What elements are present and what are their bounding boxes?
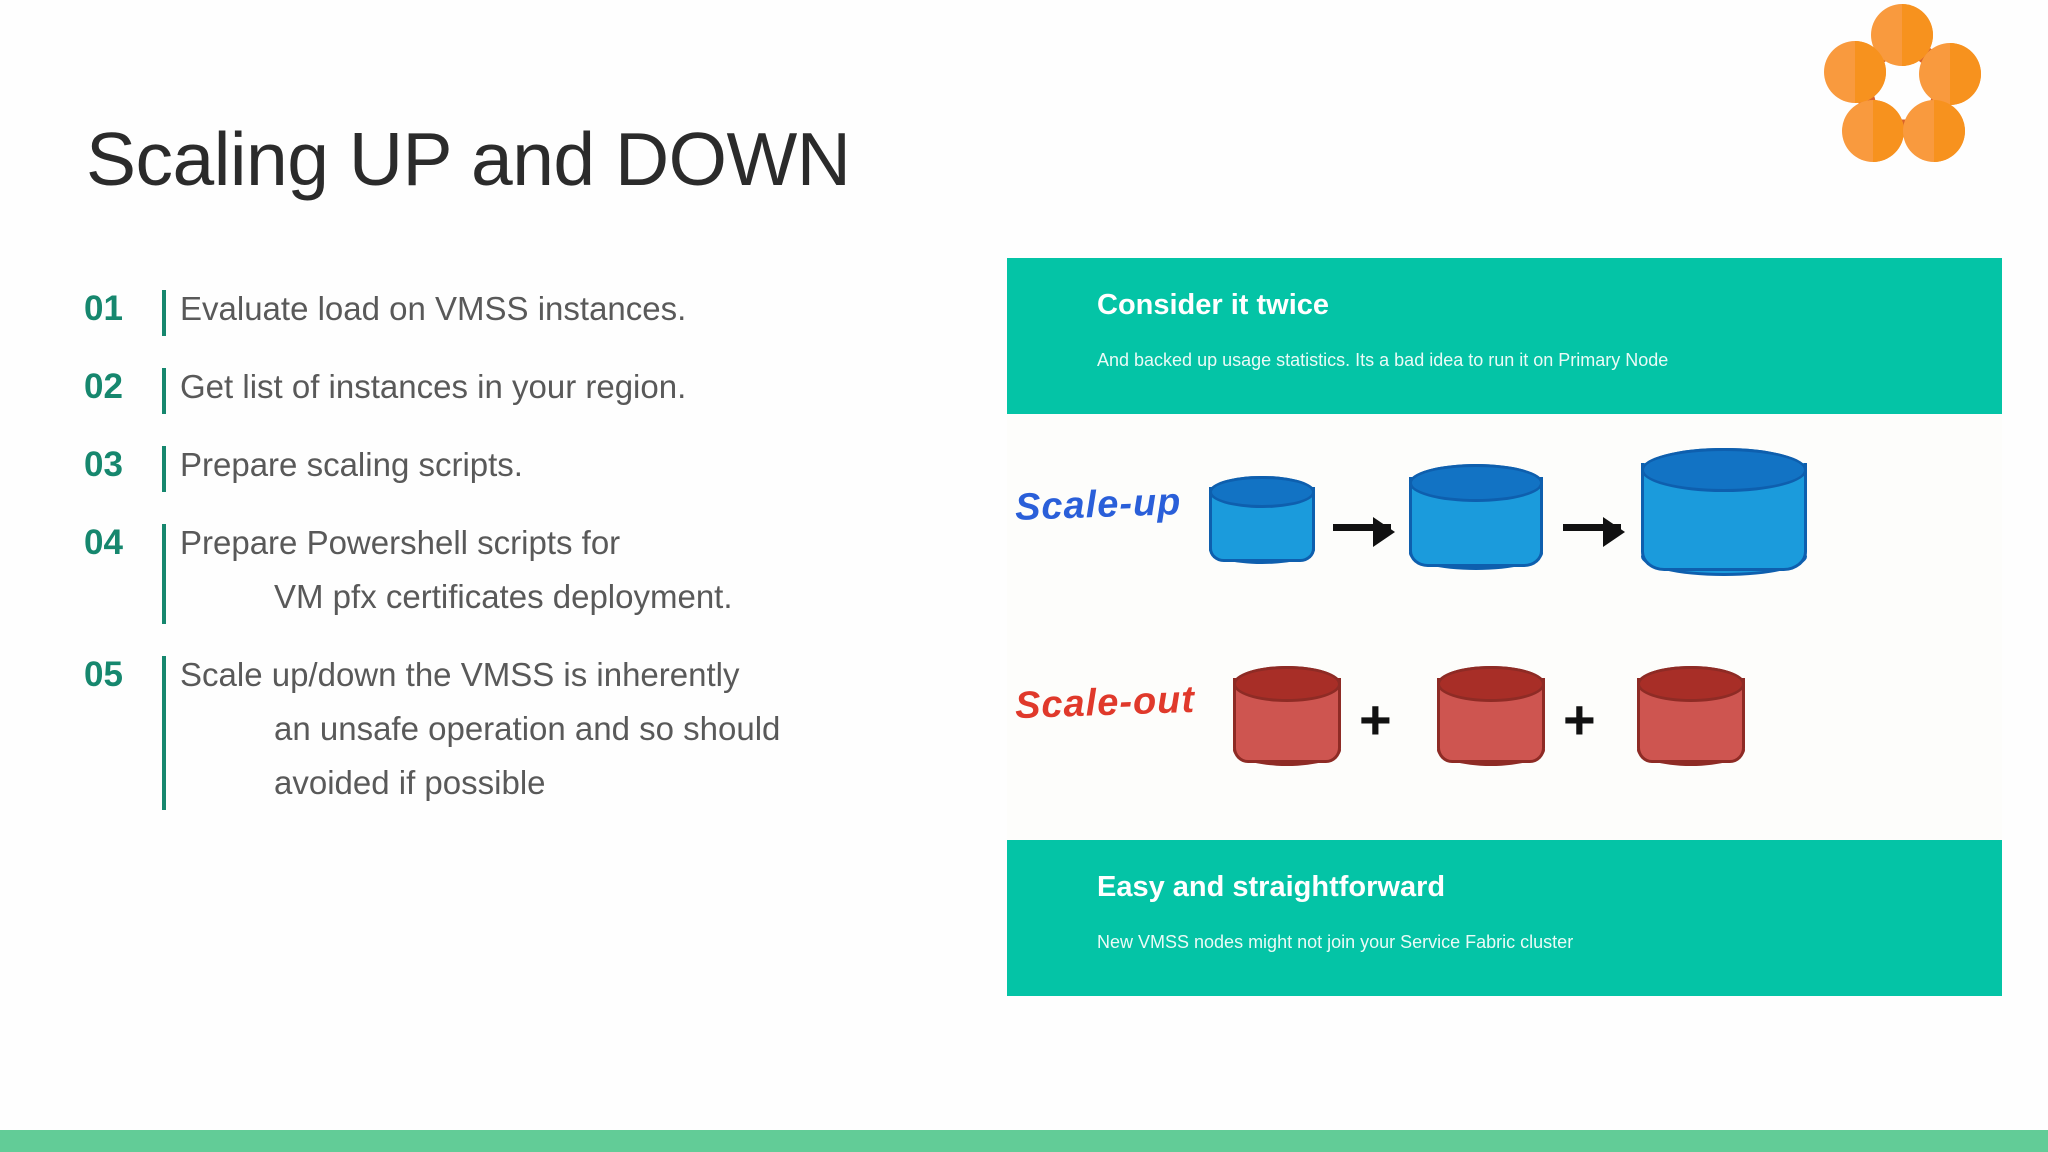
list-item: 02 Get list of instances in your region.: [84, 360, 984, 414]
step-number: 02: [84, 367, 123, 406]
scale-out-label: Scale-out: [1014, 678, 1196, 728]
step-line-3: avoided if possible: [274, 764, 546, 801]
step-text: Get list of instances in your region.: [180, 360, 686, 414]
plus-icon: +: [1359, 688, 1392, 751]
step-divider-bar: [162, 446, 166, 492]
step-text: Prepare Powershell scripts for VM pfx ce…: [180, 516, 733, 624]
list-item: 01 Evaluate load on VMSS instances.: [84, 282, 984, 336]
step-divider-bar: [162, 524, 166, 624]
step-text: Evaluate load on VMSS instances.: [180, 282, 686, 336]
cylinder-top-cap: [1233, 666, 1341, 702]
step-divider-bar: [162, 656, 166, 810]
list-item: 03 Prepare scaling scripts.: [84, 438, 984, 492]
cylinder-top-cap: [1409, 464, 1543, 502]
bottom-accent-bar: [0, 1130, 2048, 1152]
cylinder-top-cap: [1641, 448, 1807, 493]
pentagon-nodes-logo: [1812, 4, 1992, 176]
cylinder-top-cap: [1637, 666, 1745, 702]
step-line-1: Prepare scaling scripts.: [180, 446, 523, 483]
right-panel: Consider it twice And backed up usage st…: [1007, 258, 2002, 996]
step-line-1: Evaluate load on VMSS instances.: [180, 290, 687, 327]
step-line-2: VM pfx certificates deployment.: [274, 578, 733, 615]
steps-list: 01 Evaluate load on VMSS instances. 02 G…: [84, 282, 984, 834]
page-title: Scaling UP and DOWN: [86, 117, 851, 201]
step-text: Prepare scaling scripts.: [180, 438, 523, 492]
callout-consider-it-twice: Consider it twice And backed up usage st…: [1007, 258, 2002, 414]
list-item: 04 Prepare Powershell scripts for VM pfx…: [84, 516, 984, 624]
cylinder-blue-small: [1209, 476, 1315, 564]
list-item: 05 Scale up/down the VMSS is inherently …: [84, 648, 984, 810]
step-number: 03: [84, 445, 123, 484]
step-line-2: an unsafe operation and so should: [274, 710, 781, 747]
cylinder-blue-large: [1641, 448, 1807, 576]
step-number: 05: [84, 655, 123, 694]
arrow-icon: [1563, 517, 1625, 547]
step-number: 04: [84, 523, 123, 562]
scaling-diagram-image: Scale-up: [1007, 414, 2002, 840]
scale-up-row: Scale-up: [1007, 428, 2002, 614]
scale-out-row: Scale-out + +: [1007, 630, 2002, 816]
step-number: 01: [84, 289, 123, 328]
callout-title: Easy and straightforward: [1097, 871, 1446, 903]
logo-svg: [1824, 4, 1981, 162]
cylinder-top-cap: [1437, 666, 1545, 702]
step-divider-bar: [162, 368, 166, 414]
cylinder-red-1: [1233, 666, 1341, 766]
step-line-1: Scale up/down the VMSS is inherently: [180, 656, 740, 693]
scale-up-label: Scale-up: [1014, 481, 1183, 529]
cylinder-red-3: [1637, 666, 1745, 766]
step-line-1: Prepare Powershell scripts for: [180, 524, 621, 561]
step-divider-bar: [162, 290, 166, 336]
arrow-icon: [1333, 517, 1395, 547]
callout-easy-and-straightforward: Easy and straightforward New VMSS nodes …: [1007, 840, 2002, 996]
callout-subtitle: And backed up usage statistics. Its a ba…: [1097, 349, 1669, 370]
step-text: Scale up/down the VMSS is inherently an …: [180, 648, 780, 810]
callout-subtitle: New VMSS nodes might not join your Servi…: [1097, 931, 1574, 952]
plus-icon: +: [1563, 688, 1596, 751]
step-line-1: Get list of instances in your region.: [180, 368, 687, 405]
logo-nodes: [1824, 4, 1981, 162]
cylinder-top-cap: [1209, 476, 1315, 509]
callout-title: Consider it twice: [1097, 289, 1330, 321]
cylinder-blue-medium: [1409, 464, 1543, 570]
cylinder-red-2: [1437, 666, 1545, 766]
